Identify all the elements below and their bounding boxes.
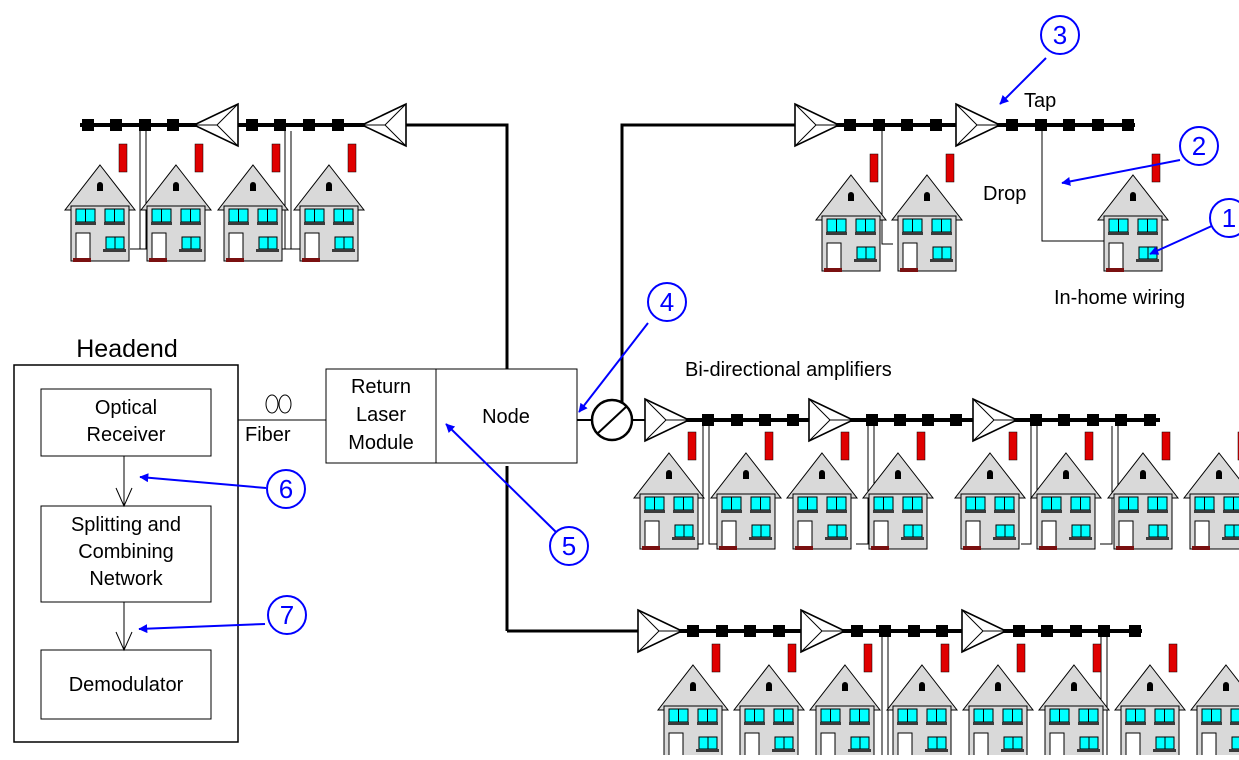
optical-receiver-box <box>40 388 212 457</box>
callout-2-number: 2 <box>1192 131 1206 161</box>
splitting-network-label-1: Splitting and <box>71 514 181 536</box>
callout-3: 3 <box>1040 15 1080 55</box>
splitting-network-box <box>40 505 212 603</box>
return-laser-module: Return Laser Module <box>325 368 437 464</box>
callout-4: 4 <box>647 282 687 322</box>
feeder-bottom <box>637 609 1239 760</box>
return-laser-label-2: Laser <box>356 404 406 426</box>
optical-receiver-label-1: Optical <box>95 397 157 419</box>
callout-4-number: 4 <box>660 287 674 317</box>
splitting-network-label-2: Combining <box>78 541 174 563</box>
feeder-top-left <box>64 103 407 263</box>
headend: Headend Optical Receiver Splitting and C… <box>13 335 239 743</box>
callout-6: 6 <box>266 469 306 509</box>
in-home-wiring-label: In-home wiring <box>1054 287 1185 309</box>
callout-3-number: 3 <box>1053 20 1067 50</box>
node-box: Node <box>435 368 578 464</box>
demodulator-box <box>40 649 212 720</box>
drop-label: Drop <box>983 183 1026 205</box>
callout-1-number: 1 <box>1222 203 1236 233</box>
return-laser-label-3: Module <box>348 432 414 454</box>
feeder-top-right <box>794 103 1169 273</box>
headend-frame <box>13 364 239 743</box>
headend-title: Headend <box>76 335 177 363</box>
callout-5: 5 <box>549 526 589 566</box>
callout-6-number: 6 <box>279 474 293 504</box>
callout-5-number: 5 <box>562 531 576 561</box>
callout-arrows <box>138 57 1215 634</box>
callout-1: 1 <box>1209 198 1239 238</box>
splitting-network-label-3: Network <box>89 568 163 590</box>
headend-connectors <box>115 456 133 652</box>
demodulator-label: Demodulator <box>69 674 184 696</box>
callout-7: 7 <box>267 595 307 635</box>
tap-label: Tap <box>1024 90 1056 112</box>
feeder-middle-right <box>590 398 1239 551</box>
return-laser-label-1: Return <box>351 376 411 398</box>
bidirectional-amplifiers-label: Bi-directional amplifiers <box>685 359 892 381</box>
node-label: Node <box>482 406 530 428</box>
fiber-coil <box>265 394 292 414</box>
callout-7-number: 7 <box>280 600 294 630</box>
fiber-label: Fiber <box>245 424 291 446</box>
optical-receiver-label-2: Receiver <box>87 424 166 446</box>
callout-2: 2 <box>1179 126 1219 166</box>
